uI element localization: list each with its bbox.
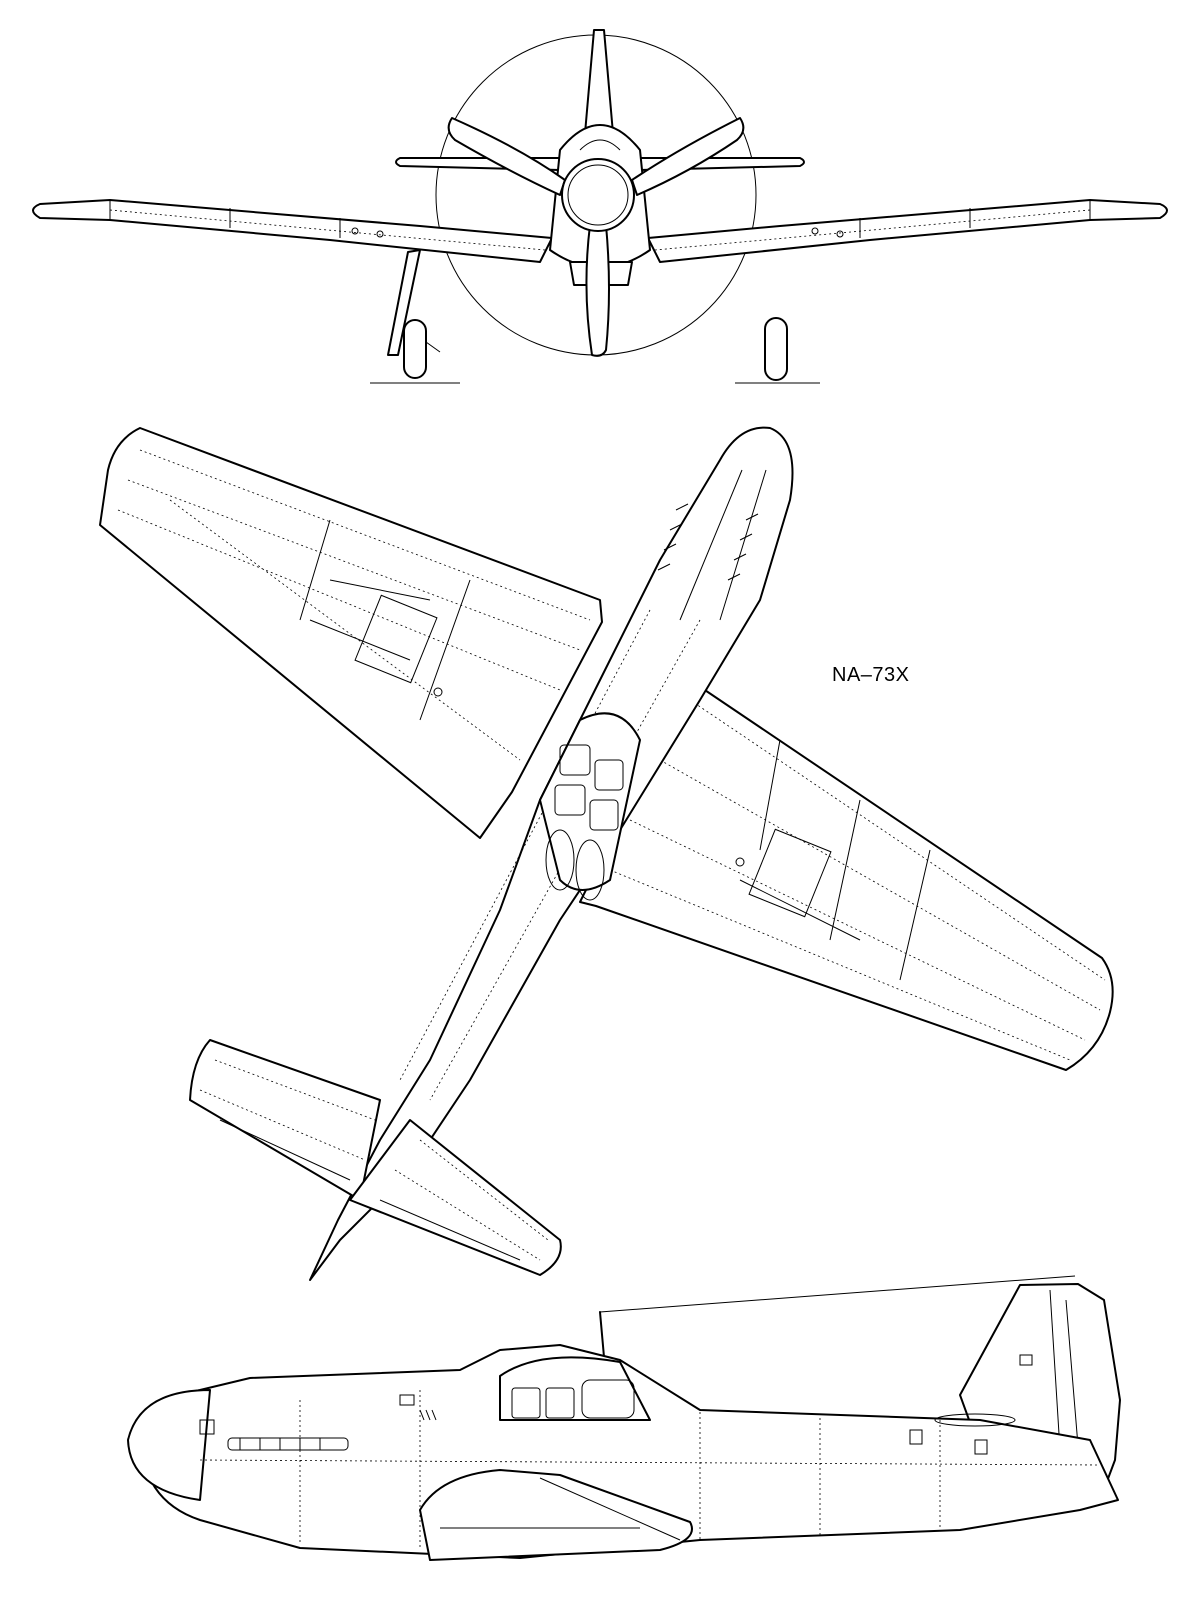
plan-view xyxy=(99,426,1114,1281)
front-landing-gear xyxy=(387,249,421,356)
front-left-wing xyxy=(32,199,553,263)
front-view xyxy=(32,29,1168,384)
front-spinner xyxy=(561,158,635,232)
side-radiator-scoop xyxy=(419,1469,693,1561)
side-exhaust xyxy=(227,1437,349,1451)
plan-fuselage xyxy=(309,426,794,1281)
plan-right-wing xyxy=(579,679,1114,1071)
side-antenna xyxy=(599,1275,1076,1313)
front-propeller-blade xyxy=(447,117,566,196)
plan-right-tailplane xyxy=(349,1119,562,1276)
plan-left-tailplane xyxy=(189,1039,381,1201)
plan-cockpit xyxy=(539,712,641,891)
front-right-wheel xyxy=(764,317,788,381)
side-canopy xyxy=(499,1356,651,1421)
front-right-wing xyxy=(647,199,1168,263)
aircraft-designation-label: NA–73X xyxy=(832,664,910,686)
side-view xyxy=(127,1275,1121,1561)
plan-left-wing xyxy=(99,427,603,839)
side-spinner xyxy=(127,1389,211,1501)
